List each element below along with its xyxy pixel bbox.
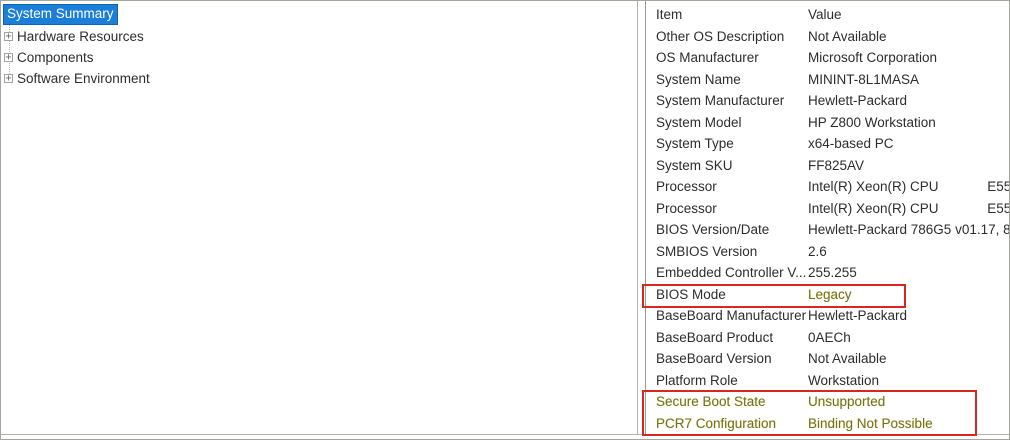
item-cell: Processor [656, 179, 717, 194]
tree-connector-line [9, 23, 10, 74]
item-cell: OS Manufacturer [656, 50, 759, 65]
table-row[interactable]: OS Manufacturer Microsoft Corporation [646, 47, 1009, 69]
table-row[interactable]: Processor Intel(R) Xeon(R) CPU E5506 [646, 198, 1009, 220]
table-row[interactable]: System Type x64-based PC [646, 133, 1009, 155]
tree-item-hardware-resources[interactable]: + Hardware Resources [4, 26, 150, 47]
value-cell: Microsoft Corporation [808, 50, 938, 65]
table-row[interactable]: Embedded Controller V...255.255 [646, 262, 1009, 284]
table-row[interactable]: Processor Intel(R) Xeon(R) CPU E5506 [646, 176, 1009, 198]
table-row[interactable]: System SKU FF825AV [646, 155, 1009, 177]
value-cell: Hewlett-Packard 786G5 v01.17, 8/ [808, 222, 1009, 237]
tree-item-label: System Summary [7, 6, 114, 21]
table-row[interactable]: System Name MININT-8L1MASA [646, 69, 1009, 91]
value-cell: MININT-8L1MASA [808, 71, 920, 87]
item-cell: BaseBoard Version [656, 351, 772, 366]
tree-item-label: Components [17, 50, 94, 65]
value-cell: Intel(R) Xeon(R) CPU E5506 [808, 179, 1009, 194]
table-row[interactable]: PCR7 Configuration Binding Not Possible [646, 413, 1009, 435]
table-row[interactable]: SMBIOS Version 2.6 [646, 241, 1009, 263]
item-cell: Platform Role [656, 372, 738, 388]
value-cell: Not Available [808, 28, 887, 44]
column-header-value[interactable]: Value [808, 7, 842, 22]
value-cell: Workstation [808, 372, 880, 388]
pane-divider[interactable] [638, 1, 645, 434]
table-row[interactable]: BaseBoard Product 0AECh [646, 327, 1009, 349]
item-cell: BIOS Mode [656, 286, 726, 302]
value-cell: Unsupported [808, 394, 886, 409]
item-cell: BaseBoard Product [656, 329, 774, 345]
expand-plus-icon[interactable]: + [4, 31, 13, 42]
item-cell: System Manufacturer [656, 93, 785, 108]
expand-plus-icon[interactable]: + [4, 73, 13, 84]
item-cell: Other OS Description [656, 28, 785, 44]
tree-item-system-summary[interactable]: System Summary [3, 4, 118, 25]
column-header-row: Item Value [646, 4, 1009, 26]
tree-item-label: Software Environment [17, 71, 150, 86]
expand-plus-icon[interactable]: + [4, 52, 13, 63]
value-cell: 255.255 [808, 265, 857, 280]
category-tree-pane: System Summary + Hardware Resources + Compo… [1, 1, 638, 434]
table-row[interactable]: BIOS Mode Legacy [646, 284, 1009, 306]
item-cell: Processor [656, 200, 717, 216]
item-cell: PCR7 Configuration [656, 415, 777, 431]
table-row[interactable]: System Manufacturer Hewlett-Packard [646, 90, 1009, 112]
table-row[interactable]: Other OS Description Not Available [646, 26, 1009, 48]
item-cell: System SKU [656, 157, 733, 173]
value-cell: Hewlett-Packard [808, 308, 908, 323]
item-cell: Secure Boot State [656, 394, 766, 409]
item-cell: BaseBoard Manufacturer [656, 308, 807, 323]
item-cell: SMBIOS Version [656, 243, 758, 259]
table-row[interactable]: Platform Role Workstation [646, 370, 1009, 392]
value-cell: 0AECh [808, 329, 851, 345]
table-row[interactable]: BaseBoard Version Not Available [646, 348, 1009, 370]
value-cell: x64-based PC [808, 136, 894, 151]
value-cell: Intel(R) Xeon(R) CPU E5506 [808, 200, 1009, 216]
value-cell: Binding Not Possible [808, 415, 933, 431]
table-row[interactable]: BIOS Version/Date Hewlett-Packard 786G5 v… [646, 219, 1009, 241]
value-cell: HP Z800 Workstation [808, 114, 936, 130]
value-cell: Hewlett-Packard [808, 93, 908, 108]
table-row[interactable]: System Model HP Z800 Workstation [646, 112, 1009, 134]
column-header-item[interactable]: Item [656, 7, 683, 22]
item-cell: System Model [656, 114, 742, 130]
tree-children: + Hardware Resources + Components + Software … [4, 26, 150, 89]
value-cell: Legacy [808, 286, 852, 302]
value-cell: Not Available [808, 351, 887, 366]
item-cell: System Name [656, 71, 741, 87]
value-cell: 2.6 [808, 243, 827, 259]
table-row[interactable]: Secure Boot State Unsupported [646, 391, 1009, 413]
tree-item-label: Hardware Resources [17, 29, 144, 44]
item-cell: Embedded Controller V... [656, 265, 807, 280]
item-cell: BIOS Version/Date [656, 222, 770, 237]
tree-item-components[interactable]: + Components [4, 47, 150, 68]
value-cell: FF825AV [808, 157, 865, 173]
item-cell: System Type [656, 136, 734, 151]
tree-item-software-environment[interactable]: + Software Environment [4, 68, 150, 89]
